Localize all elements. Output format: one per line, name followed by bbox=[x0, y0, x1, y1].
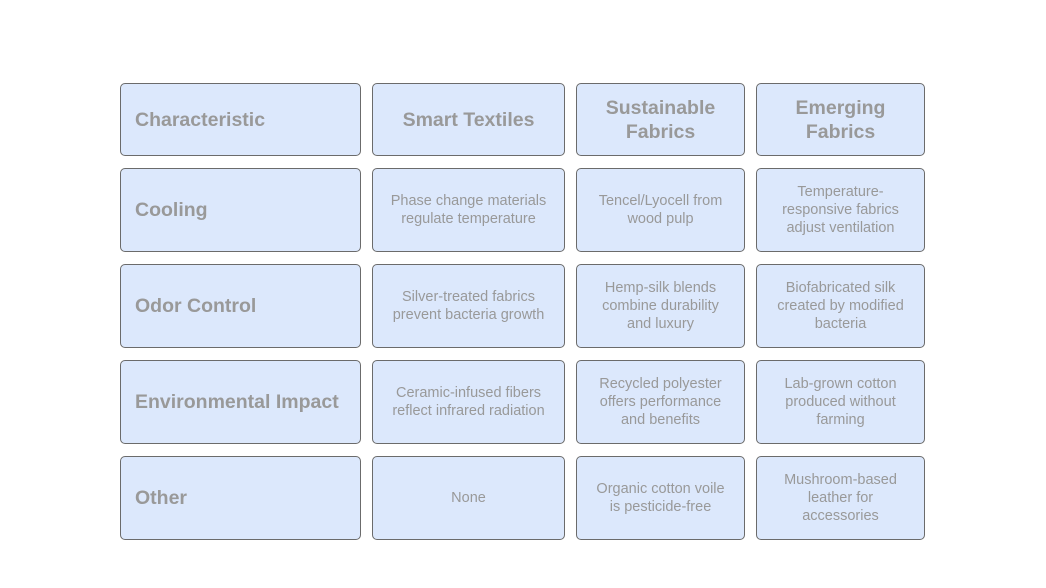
header-smart-textiles: Smart Textiles bbox=[372, 83, 565, 156]
cell-environmental-emerging-fabrics: Lab-grown cotton produced without farmin… bbox=[756, 360, 925, 444]
cell-odor-emerging-fabrics: Biofabricated silk created by modified b… bbox=[756, 264, 925, 348]
cell-environmental-smart-textiles: Ceramic-infused fibers reflect infrared … bbox=[372, 360, 565, 444]
row-label-odor-control: Odor Control bbox=[120, 264, 361, 348]
comparison-table: Characteristic Smart Textiles Sustainabl… bbox=[120, 83, 925, 540]
cell-other-sustainable-fabrics: Organic cotton voile is pesticide-free bbox=[576, 456, 745, 540]
cell-odor-sustainable-fabrics: Hemp-silk blends combine durability and … bbox=[576, 264, 745, 348]
cell-other-smart-textiles: None bbox=[372, 456, 565, 540]
header-characteristic: Characteristic bbox=[120, 83, 361, 156]
cell-cooling-sustainable-fabrics: Tencel/Lyocell from wood pulp bbox=[576, 168, 745, 252]
row-label-environmental-impact: Environmental Impact bbox=[120, 360, 361, 444]
cell-cooling-smart-textiles: Phase change materials regulate temperat… bbox=[372, 168, 565, 252]
cell-cooling-emerging-fabrics: Temperature-responsive fabrics adjust ve… bbox=[756, 168, 925, 252]
header-emerging-fabrics: Emerging Fabrics bbox=[756, 83, 925, 156]
cell-environmental-sustainable-fabrics: Recycled polyester offers performance an… bbox=[576, 360, 745, 444]
row-label-cooling: Cooling bbox=[120, 168, 361, 252]
row-label-other: Other bbox=[120, 456, 361, 540]
cell-other-emerging-fabrics: Mushroom-based leather for accessories bbox=[756, 456, 925, 540]
header-sustainable-fabrics: Sustainable Fabrics bbox=[576, 83, 745, 156]
cell-odor-smart-textiles: Silver-treated fabrics prevent bacteria … bbox=[372, 264, 565, 348]
